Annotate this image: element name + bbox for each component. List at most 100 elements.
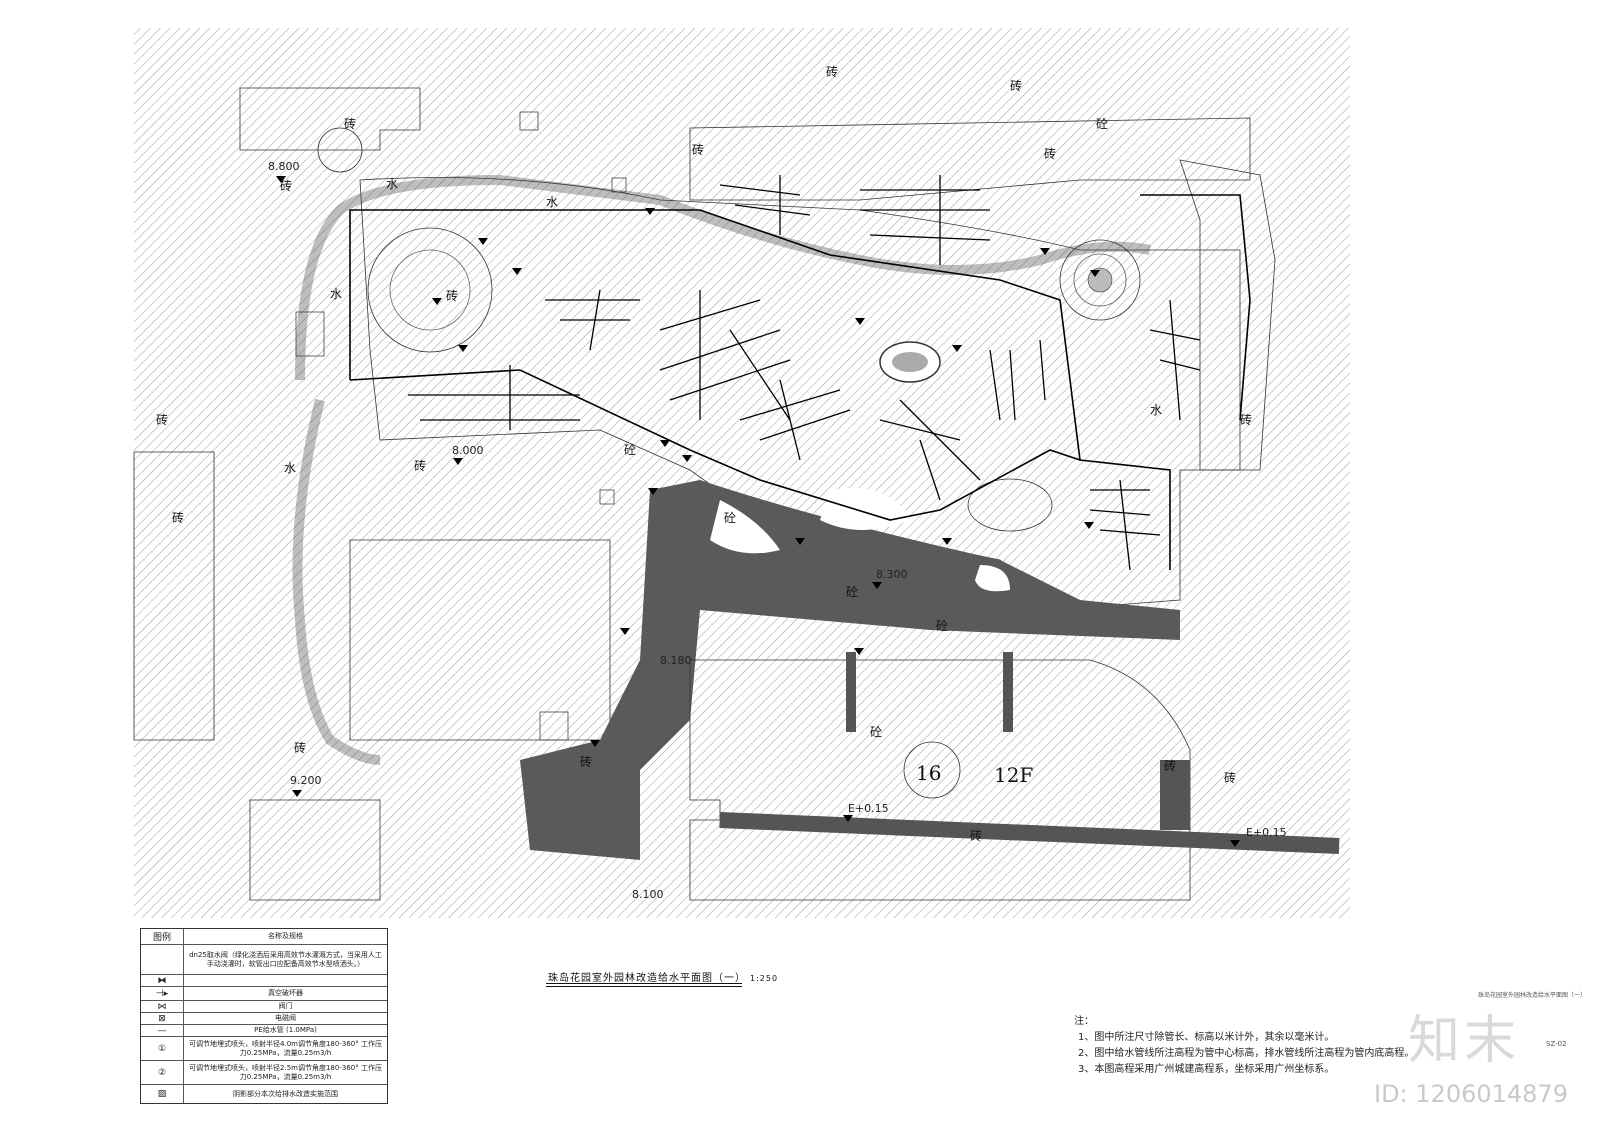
road-island-1 xyxy=(710,500,780,554)
solenoid-valve-icon: ⊠ xyxy=(141,1013,184,1024)
corner-lane xyxy=(1160,760,1190,830)
svg-text:砼: 砼 xyxy=(936,619,948,633)
svg-text:水: 水 xyxy=(330,287,342,301)
oval-fountain-center xyxy=(892,352,928,372)
svg-text:砖: 砖 xyxy=(344,116,356,131)
east-plaza-ring xyxy=(1073,253,1127,307)
legend-table: 图例 名称及规格 dn25取水阀（绿化浇洒后采用高效节水灌溉方式，当采用人工手动… xyxy=(140,928,388,1104)
south-gate-plot xyxy=(249,799,381,901)
legend-desc: dn25取水阀（绿化浇洒后采用高效节水灌溉方式，当采用人工手动浇灌时，软管出口应… xyxy=(189,950,382,968)
svg-text:砖: 砖 xyxy=(580,754,592,769)
svg-text:水: 水 xyxy=(386,177,398,191)
legend-header-desc: 名称及规格 xyxy=(268,932,303,940)
legend-row: ⊣▸ 真空破坏器 xyxy=(141,987,387,1001)
round-plaza xyxy=(367,227,493,353)
svg-text:砖: 砖 xyxy=(1224,770,1236,785)
svg-text:砖: 砖 xyxy=(1044,146,1056,161)
watermark-logo: 知末 xyxy=(1408,1011,1521,1071)
svg-text:水: 水 xyxy=(1150,403,1162,417)
svg-text:E+0.15: E+0.15 xyxy=(1246,826,1287,839)
east-supply-pipe xyxy=(1140,194,1251,421)
svg-text:砼: 砼 xyxy=(1096,117,1108,131)
svg-text:砖: 砖 xyxy=(1010,78,1022,93)
elevation-labels: 8.800 9.200 8.000 8.300 8.180 8.100 E+0.… xyxy=(268,160,1287,901)
svg-text:砖: 砖 xyxy=(446,288,458,303)
stepping-stones xyxy=(295,111,627,741)
concrete-road xyxy=(520,480,1180,860)
drawing-scale: 1:250 xyxy=(750,974,779,983)
elevation-markers xyxy=(276,176,1240,847)
building-marker-circle xyxy=(903,741,961,799)
stream-channel-west xyxy=(292,398,381,765)
svg-text:9.200: 9.200 xyxy=(290,774,322,787)
legend-row: ② 可调节地埋式喷头，喷射半径2.5m调节角度180-360° 工作压力0.25… xyxy=(141,1061,387,1085)
legend-row: dn25取水阀（绿化浇洒后采用高效节水灌溉方式，当采用人工手动浇灌时，软管出口应… xyxy=(141,945,387,975)
title-underline xyxy=(546,983,742,987)
building-floors: 12F xyxy=(994,763,1033,787)
east-planting xyxy=(1179,159,1276,471)
svg-text:砖: 砖 xyxy=(1164,758,1176,773)
svg-text:砖: 砖 xyxy=(294,740,306,755)
left-plot xyxy=(133,451,215,741)
legend-row: ⋈ 阀门 xyxy=(141,1001,387,1013)
pipe-line-icon: — xyxy=(141,1025,184,1036)
drawing-title-text: 珠岛花园室外园林改造给水平面图（一） xyxy=(548,973,746,984)
tree-circle xyxy=(317,127,363,173)
south-supply-pipe xyxy=(349,369,1081,521)
svg-text:砖: 砖 xyxy=(172,510,184,525)
svg-text:8.100: 8.100 xyxy=(632,888,664,901)
legend-row: ⧓ xyxy=(141,975,387,987)
svg-text:砼: 砼 xyxy=(724,511,736,525)
svg-text:砖: 砖 xyxy=(826,64,838,79)
vacuum-breaker-icon: ⊣▸ xyxy=(141,987,184,1000)
svg-text:砼: 砼 xyxy=(624,443,636,457)
svg-text:砖: 砖 xyxy=(1240,412,1252,427)
legend-symbol xyxy=(141,945,184,974)
gate-valve-icon: ⋈ xyxy=(141,1001,184,1012)
side-title: 珠岛花园室外园林改造给水平面图（一） xyxy=(1478,992,1587,999)
south-road-strip xyxy=(719,812,1340,854)
note-item: 3、本图高程采用广州城建高程系，坐标采用广州坐标系。 xyxy=(1078,1064,1335,1075)
legend-desc: 真空破坏器 xyxy=(268,989,303,997)
building-plot xyxy=(689,659,1191,901)
legend-header-symbol: 图例 xyxy=(141,929,184,944)
sprinkler-2-icon: ② xyxy=(141,1061,184,1084)
svg-text:8.800: 8.800 xyxy=(268,160,300,173)
svg-text:砖: 砖 xyxy=(280,178,292,193)
legend-desc: 可调节地埋式喷头，喷射半径4.0m调节角度180-360° 工作压力0.25MP… xyxy=(189,1039,382,1057)
note-item: 2、图中给水管线所注高程为管中心标高，排水管线所注高程为管内底高程。 xyxy=(1078,1048,1415,1059)
legend-row: ① 可调节地埋式喷头，喷射半径4.0m调节角度180-360° 工作压力0.25… xyxy=(141,1037,387,1061)
svg-text:8.180: 8.180 xyxy=(660,654,692,667)
svg-text:E+0.15: E+0.15 xyxy=(848,802,889,815)
legend-desc: 电磁阀 xyxy=(275,1014,296,1022)
round-plaza-inner xyxy=(389,249,471,331)
svg-text:砼: 砼 xyxy=(846,585,858,599)
stream-channel xyxy=(295,174,1151,381)
site-plan-drawing: 砖 砖 砖 砖 砖 砖 砖 砖 砖 砖 砖 砖 砖 砖 砖 砖 砼 砼 砼 砼 … xyxy=(133,28,1350,918)
svg-text:砖: 砖 xyxy=(692,142,704,157)
svg-text:砼: 砼 xyxy=(870,725,882,739)
svg-text:水: 水 xyxy=(546,195,558,209)
svg-text:砖: 砖 xyxy=(156,412,168,427)
svg-text:砖: 砖 xyxy=(414,458,426,473)
legend-row: ⊠ 电磁阀 xyxy=(141,1013,387,1025)
drawing-title: 珠岛花园室外园林改造给水平面图（一） 1:250 xyxy=(548,969,778,984)
road-island-3 xyxy=(975,565,1010,592)
hatch-area-icon: ▨ xyxy=(141,1085,184,1103)
building-number: 16 xyxy=(916,761,941,785)
lateral-pipes xyxy=(408,175,1201,571)
material-labels: 砖 砖 砖 砖 砖 砖 砖 砖 砖 砖 砖 砖 砖 砖 砖 砖 砼 砼 砼 砼 … xyxy=(156,64,1252,843)
north-paving xyxy=(689,117,1251,201)
svg-text:砖: 砖 xyxy=(970,828,982,843)
service-lane-2 xyxy=(1003,652,1013,732)
legend-header: 图例 名称及规格 xyxy=(141,929,387,945)
legend-desc: PE给水管 (1.0MPa) xyxy=(254,1026,317,1034)
legend-desc: 阴影部分本次给排水改造实施范围 xyxy=(233,1089,338,1098)
notes-heading: 注： xyxy=(1074,1016,1094,1027)
south-pond xyxy=(967,478,1053,532)
east-plaza xyxy=(1059,239,1141,321)
note-item: 1、图中所注尺寸除管长、标高以米计外，其余以毫米计。 xyxy=(1078,1032,1335,1043)
legend-row: — PE给水管 (1.0MPa) xyxy=(141,1025,387,1037)
main-supply-pipe xyxy=(349,209,1171,570)
north-plot xyxy=(239,87,421,151)
